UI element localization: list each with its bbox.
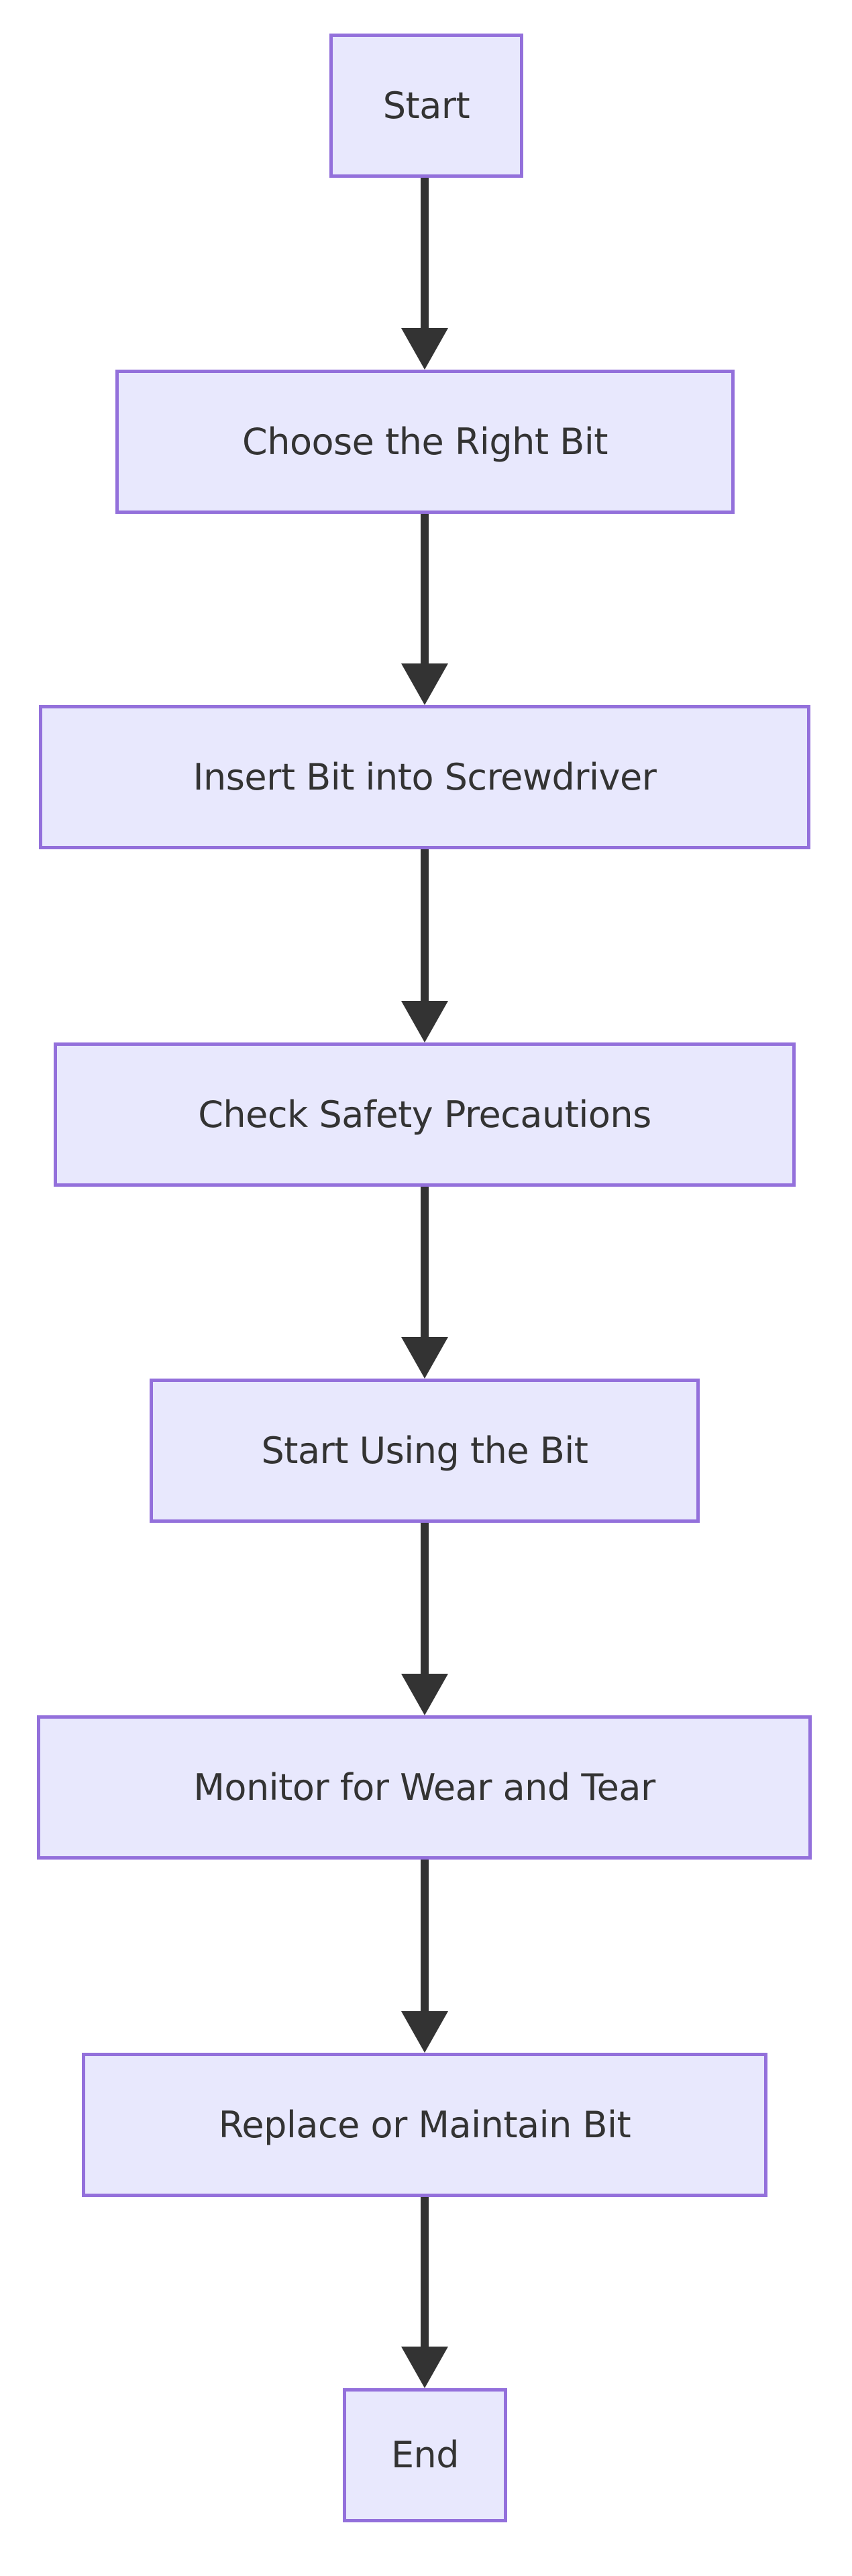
node-label-safety: Check Safety Precautions: [198, 1093, 651, 1136]
node-use[interactable]: Start Using the Bit: [150, 1379, 700, 1523]
edge-line: [421, 1187, 429, 1338]
node-label-choose: Choose the Right Bit: [242, 420, 608, 463]
node-label-use: Start Using the Bit: [261, 1429, 588, 1472]
node-monitor[interactable]: Monitor for Wear and Tear: [37, 1715, 812, 1860]
edge-replace-to-end: [401, 2197, 448, 2388]
edge-line: [421, 2197, 429, 2348]
edge-line: [421, 1523, 429, 1675]
node-insert[interactable]: Insert Bit into Screwdriver: [39, 705, 810, 849]
arrowhead-icon: [401, 1001, 448, 1042]
edge-safety-to-use: [401, 1187, 448, 1379]
node-label-replace: Replace or Maintain Bit: [218, 2103, 631, 2146]
node-safety[interactable]: Check Safety Precautions: [54, 1042, 796, 1187]
edge-line: [421, 1860, 429, 2012]
edge-line: [421, 178, 429, 329]
arrowhead-icon: [401, 2011, 448, 2053]
node-choose[interactable]: Choose the Right Bit: [115, 370, 735, 514]
arrowhead-icon: [401, 663, 448, 705]
edge-insert-to-safety: [401, 849, 448, 1042]
edge-choose-to-insert: [401, 514, 448, 705]
arrowhead-icon: [401, 1674, 448, 1715]
node-label-start: Start: [382, 84, 470, 127]
node-label-end: End: [390, 2434, 460, 2477]
node-end[interactable]: End: [343, 2388, 507, 2522]
arrowhead-icon: [401, 328, 448, 370]
arrowhead-icon: [401, 1337, 448, 1379]
edge-line: [421, 514, 429, 665]
arrowhead-icon: [401, 2347, 448, 2388]
edge-line: [421, 849, 429, 1002]
node-label-insert: Insert Bit into Screwdriver: [193, 755, 657, 798]
edge-use-to-monitor: [401, 1523, 448, 1715]
edge-start-to-choose: [401, 178, 448, 370]
edge-monitor-to-replace: [401, 1860, 448, 2053]
node-start[interactable]: Start: [329, 34, 523, 178]
node-replace[interactable]: Replace or Maintain Bit: [82, 2053, 767, 2197]
node-label-monitor: Monitor for Wear and Tear: [193, 1766, 655, 1809]
